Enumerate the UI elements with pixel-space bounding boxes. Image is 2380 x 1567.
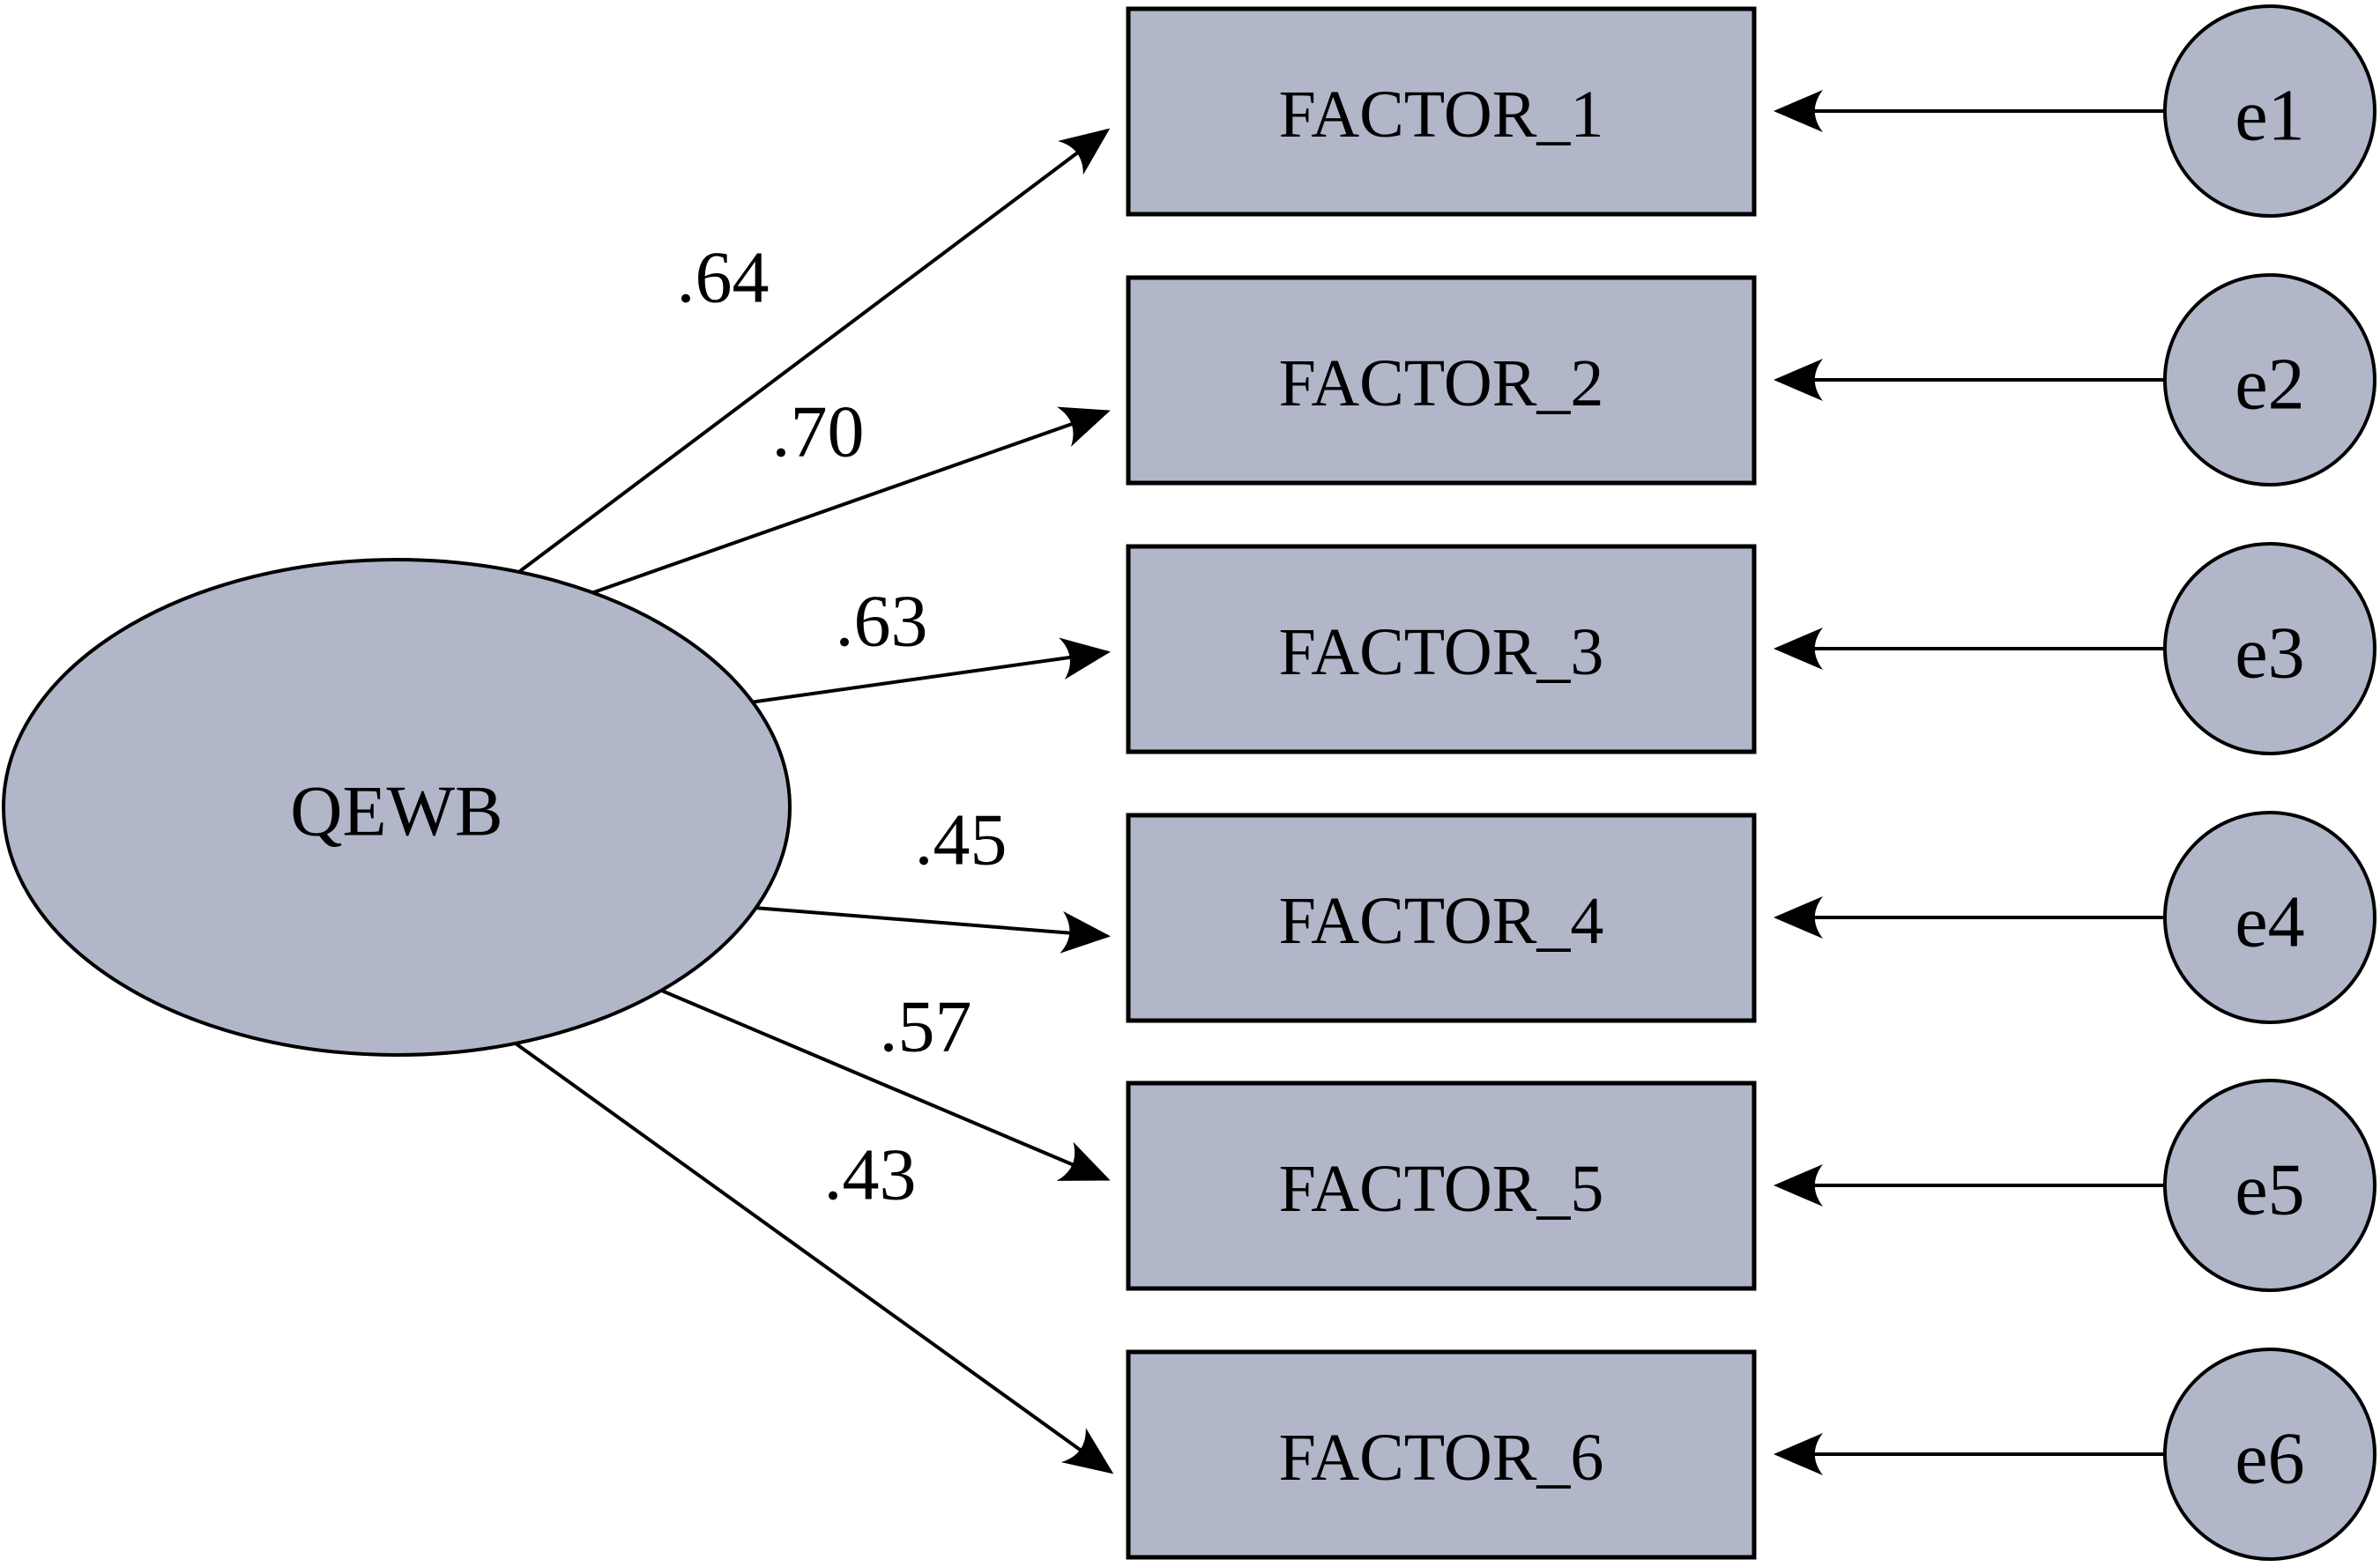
error-node-4 [2163, 811, 2376, 1024]
factor-node-4 [1126, 813, 1757, 1023]
loading-path-6 [514, 1042, 1114, 1474]
error-node-1 [2163, 4, 2376, 218]
factor-node-5 [1126, 1081, 1757, 1291]
error-label-2: e2 [2235, 344, 2304, 426]
factor-nodes: FACTOR_1 FACTOR_2 FACTOR_3 FACTOR_4 FACT… [1126, 6, 1757, 1560]
factor-label-1: FACTOR_1 [1279, 78, 1604, 152]
error-paths [1774, 90, 2165, 1475]
error-label-1: e1 [2235, 75, 2304, 157]
factor-node-2 [1126, 275, 1757, 486]
loading-label-3: .63 [836, 581, 928, 663]
loading-label-2: .70 [772, 391, 865, 473]
factor-label-4: FACTOR_4 [1279, 884, 1604, 958]
loading-label-5: .57 [880, 986, 972, 1068]
factor-label-3: FACTOR_3 [1279, 615, 1604, 689]
error-label-4: e4 [2235, 881, 2304, 963]
error-label-6: e6 [2235, 1418, 2304, 1500]
error-node-5 [2163, 1079, 2376, 1292]
loading-label-1: .64 [677, 237, 770, 319]
factor-node-3 [1126, 544, 1757, 754]
latent-node-qewb [2, 558, 792, 1057]
error-nodes: e1 e2 e3 e4 e5 e6 [2163, 4, 2376, 1561]
error-label-3: e3 [2235, 613, 2304, 694]
loading-labels: .64 .70 .63 .45 .57 .43 [677, 237, 1008, 1216]
factor-label-5: FACTOR_5 [1279, 1152, 1604, 1226]
loading-paths [514, 128, 1114, 1474]
loading-label-6: .43 [824, 1134, 917, 1216]
loading-path-4 [754, 906, 1111, 954]
loading-path-3 [749, 637, 1111, 704]
error-node-6 [2163, 1348, 2376, 1561]
error-label-5: e5 [2235, 1149, 2304, 1231]
factor-label-6: FACTOR_6 [1279, 1421, 1604, 1495]
error-node-2 [2163, 273, 2376, 486]
loading-path-2 [588, 406, 1111, 596]
factor-node-1 [1126, 6, 1757, 217]
factor-label-2: FACTOR_2 [1279, 346, 1604, 420]
loading-label-4: .45 [915, 799, 1008, 881]
latent-label: QEWB [290, 771, 502, 851]
loading-path-5 [657, 987, 1111, 1181]
loading-path-1 [518, 128, 1111, 573]
factor-node-6 [1126, 1349, 1757, 1560]
error-node-3 [2163, 542, 2376, 755]
